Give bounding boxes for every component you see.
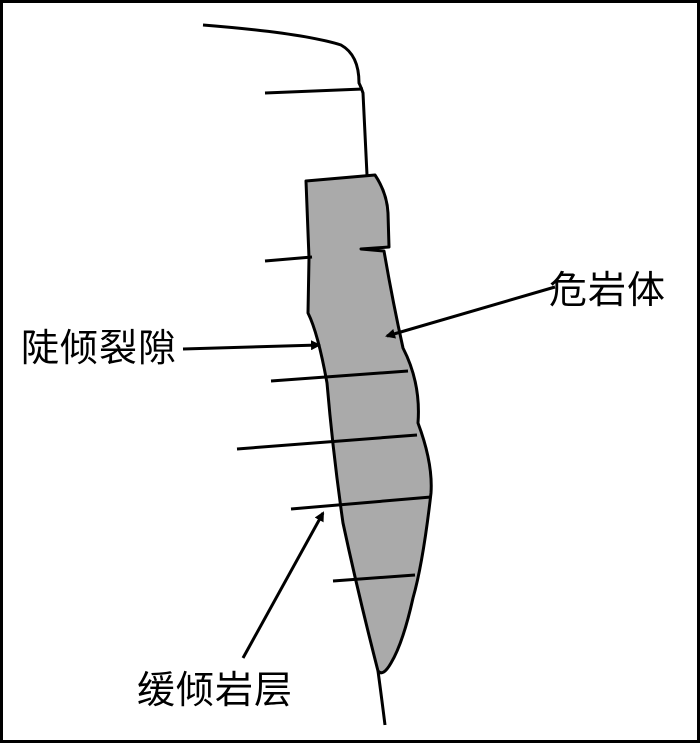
bedding-line-5 <box>332 573 416 583</box>
label-steep-crack: 陡倾裂隙 <box>21 326 178 370</box>
bedding-line-1 <box>264 255 313 263</box>
arrow-steep-crack <box>182 340 321 351</box>
dangerous-rock-body <box>304 173 433 675</box>
lower-cliff-profile <box>376 670 387 726</box>
bedding-line-3 <box>236 433 418 451</box>
bedding-line-top <box>264 87 364 95</box>
arrow-dangerous-rock <box>385 285 556 339</box>
label-dangerous-rock: 危岩体 <box>549 268 667 312</box>
bedding-line-4 <box>290 495 432 511</box>
label-gentle-layer: 缓倾岩层 <box>137 668 294 712</box>
cliff-cross-section-diagram <box>182 23 556 726</box>
arrow-gentle-layer <box>241 511 325 659</box>
upper-cliff-profile <box>202 23 369 176</box>
bedding-line-2 <box>270 369 409 383</box>
